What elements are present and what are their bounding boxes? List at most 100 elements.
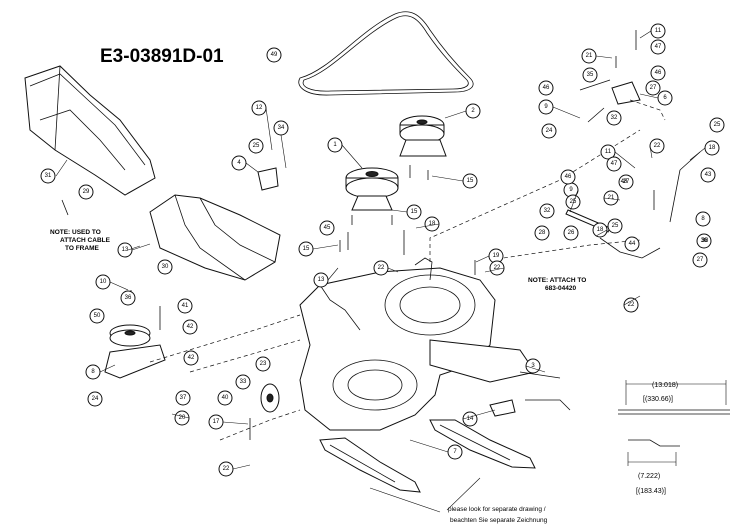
svg-text:[(330.66)]: [(330.66)]: [643, 396, 673, 403]
callout: 4: [231, 155, 247, 171]
callout: 45: [319, 220, 335, 236]
svg-text:36: 36: [125, 295, 132, 301]
callout: 7: [447, 444, 463, 460]
callout: 18: [704, 140, 720, 156]
svg-text:46: 46: [543, 85, 550, 91]
callout: 32: [539, 203, 555, 219]
callout: 31: [40, 168, 56, 184]
callout: 27: [692, 252, 708, 268]
svg-text:43: 43: [705, 172, 712, 178]
svg-text:44: 44: [629, 241, 636, 247]
callout: 12: [251, 100, 267, 116]
bracket-part: [257, 167, 279, 191]
svg-text:32: 32: [611, 115, 618, 121]
svg-text:21: 21: [608, 195, 615, 201]
svg-text:NOTE: ATTACH TO: NOTE: ATTACH TO: [528, 277, 586, 284]
belt-part: [298, 11, 474, 96]
svg-text:11: 11: [605, 149, 612, 155]
callout: 14: [462, 411, 478, 427]
svg-text:1: 1: [333, 142, 337, 148]
svg-text:26: 26: [568, 230, 575, 236]
svg-text:15: 15: [411, 209, 418, 215]
svg-text:[(183.43)]: [(183.43)]: [636, 488, 666, 495]
svg-text:2: 2: [471, 108, 475, 114]
callout: 22: [373, 260, 389, 276]
svg-text:32: 32: [544, 208, 551, 214]
note-cable: NOTE: USED TO ATTACH CABLE TO FRAME: [50, 229, 111, 252]
svg-text:34: 34: [278, 125, 285, 131]
callout: 10: [95, 274, 111, 290]
svg-text:25: 25: [253, 143, 260, 149]
callout: 23: [255, 356, 271, 372]
callout: 46: [538, 80, 554, 96]
callout: 8: [85, 364, 101, 380]
callout: 22: [218, 461, 234, 477]
callout: 47: [606, 156, 622, 172]
callout: 40: [217, 390, 233, 406]
svg-text:50: 50: [94, 313, 101, 319]
dimension-rod-long: [618, 380, 730, 415]
svg-text:20: 20: [179, 415, 186, 421]
svg-text:(7.222): (7.222): [638, 473, 660, 480]
svg-text:12: 12: [256, 105, 263, 111]
callout: 11: [650, 23, 666, 39]
callout: 36: [696, 233, 712, 249]
svg-text:18: 18: [709, 145, 716, 151]
svg-text:37: 37: [180, 395, 187, 401]
svg-text:22: 22: [378, 265, 385, 271]
svg-text:6: 6: [663, 95, 667, 101]
svg-text:15: 15: [303, 246, 310, 252]
blade-right-part: [429, 419, 536, 469]
svg-text:19: 19: [493, 253, 500, 259]
svg-text:25: 25: [714, 122, 721, 128]
callout: 32: [606, 110, 622, 126]
leader-lines: [55, 30, 706, 470]
callout: 2: [465, 103, 481, 119]
callout: 22: [623, 297, 639, 313]
callout: 13: [313, 272, 329, 288]
svg-text:41: 41: [182, 303, 189, 309]
callout: 36: [120, 290, 136, 306]
svg-text:28: 28: [539, 230, 546, 236]
callout: 29: [78, 184, 94, 200]
svg-text:27: 27: [697, 257, 704, 263]
svg-text:3: 3: [531, 363, 535, 369]
callout: 15: [462, 173, 478, 189]
svg-text:23: 23: [260, 361, 267, 367]
svg-text:38: 38: [702, 238, 709, 244]
dimension-rod-short: [627, 439, 680, 466]
svg-text:18: 18: [597, 227, 604, 233]
callout: 42: [182, 319, 198, 335]
callout: 44: [624, 236, 640, 252]
svg-text:24: 24: [92, 396, 99, 402]
svg-text:TO FRAME: TO FRAME: [65, 245, 99, 252]
discharge-chute-part: [24, 65, 156, 196]
callout: 33: [235, 374, 251, 390]
callout: 30: [157, 259, 173, 275]
svg-text:30: 30: [162, 264, 169, 270]
svg-text:beachten Sie separate Zeichnun: beachten Sie separate Zeichnung: [450, 517, 548, 524]
svg-text:45: 45: [324, 225, 331, 231]
svg-text:4: 4: [237, 160, 241, 166]
callout: 50: [89, 308, 105, 324]
svg-text:18: 18: [429, 221, 436, 227]
callout: 28: [534, 225, 550, 241]
callout: 18: [424, 216, 440, 232]
callout: 48: [621, 179, 628, 185]
svg-text:22: 22: [494, 265, 501, 271]
callout-bubbles: 1 2 3 4 6 7 8 8 9 9 10 11 11 12 13 13 14…: [40, 23, 725, 477]
callout: 46: [560, 169, 576, 185]
svg-text:13: 13: [122, 247, 129, 253]
svg-text:40: 40: [222, 395, 229, 401]
svg-text:33: 33: [240, 379, 247, 385]
callout: 3: [525, 358, 541, 374]
callout: 18: [592, 222, 608, 238]
svg-text:46: 46: [655, 70, 662, 76]
svg-text:47: 47: [611, 161, 618, 167]
svg-text:17: 17: [213, 419, 220, 425]
callout: 34: [273, 120, 289, 136]
callout: 9: [538, 99, 554, 115]
dimension-labels: (13.018) [(330.66)] (7.222) [(183.43)]: [636, 382, 678, 495]
